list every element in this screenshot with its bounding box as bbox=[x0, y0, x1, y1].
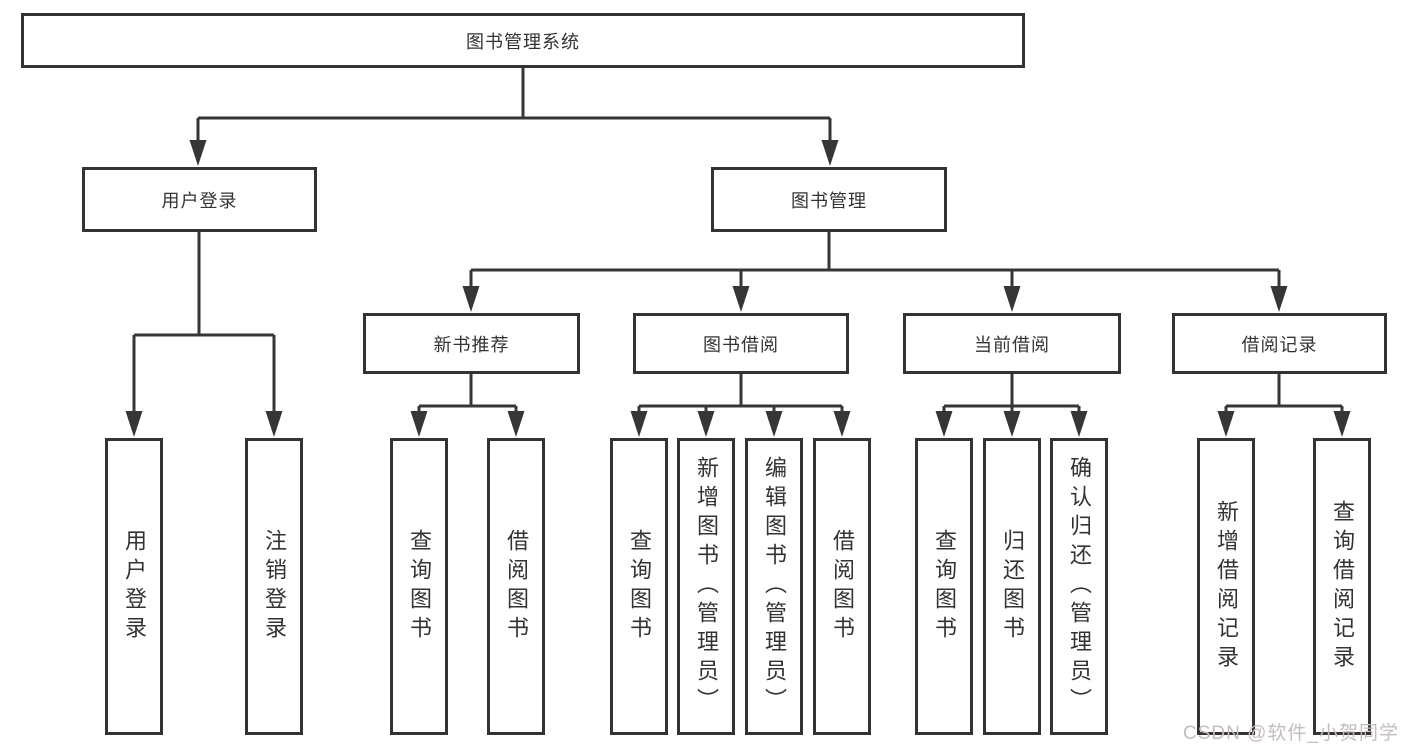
node-new-book-recommendation: 新书推荐 bbox=[363, 313, 580, 374]
leaf-query-books-borrowing-label: 查询图书 bbox=[627, 528, 652, 645]
node-user-login-label: 用户登录 bbox=[161, 190, 238, 211]
node-book-borrowing: 图书借阅 bbox=[633, 313, 849, 374]
leaf-borrow-books-label: 借阅图书 bbox=[830, 528, 855, 645]
leaf-query-books-borrowing: 查询图书 bbox=[610, 438, 668, 735]
leaf-add-books-admin: 新增图书（管理员） bbox=[677, 438, 735, 735]
arrowhead-icons bbox=[125, 140, 1351, 437]
leaf-add-borrow-record-label: 新增借阅记录 bbox=[1214, 499, 1239, 674]
node-book-borrowing-label: 图书借阅 bbox=[703, 334, 779, 355]
leaf-query-borrow-record: 查询借阅记录 bbox=[1313, 438, 1371, 735]
leaf-query-books-current: 查询图书 bbox=[915, 438, 973, 735]
node-root-system: 图书管理系统 bbox=[21, 13, 1025, 68]
leaf-borrow-books-recommend-label: 借阅图书 bbox=[504, 528, 529, 645]
leaf-add-books-admin-label: 新增图书（管理员） bbox=[694, 456, 719, 717]
node-current-borrowing-label: 当前借阅 bbox=[974, 334, 1050, 355]
node-book-management: 图书管理 bbox=[711, 167, 947, 232]
leaf-return-books-label: 归还图书 bbox=[1000, 528, 1025, 645]
leaf-logout-login: 注销登录 bbox=[245, 438, 303, 735]
leaf-query-books-recommend: 查询图书 bbox=[390, 438, 448, 735]
node-borrowing-records-label: 借阅记录 bbox=[1241, 334, 1318, 355]
leaf-add-borrow-record: 新增借阅记录 bbox=[1197, 438, 1255, 735]
csdn-watermark: CSDN @软件_小贺同学 bbox=[1183, 723, 1399, 744]
leaf-user-login-label: 用户登录 bbox=[122, 528, 147, 645]
leaf-user-login: 用户登录 bbox=[105, 438, 163, 735]
leaf-query-books-current-label: 查询图书 bbox=[932, 528, 957, 645]
leaf-edit-books-admin: 编辑图书（管理员） bbox=[745, 438, 803, 735]
leaf-confirm-return-admin-label: 确认归还（管理员） bbox=[1067, 456, 1092, 717]
node-borrowing-records: 借阅记录 bbox=[1172, 313, 1387, 374]
leaf-query-borrow-record-label: 查询借阅记录 bbox=[1330, 499, 1355, 674]
node-new-book-recommendation-label: 新书推荐 bbox=[433, 334, 510, 355]
node-book-management-label: 图书管理 bbox=[791, 190, 867, 211]
leaf-borrow-books: 借阅图书 bbox=[813, 438, 871, 735]
node-current-borrowing: 当前借阅 bbox=[903, 313, 1121, 374]
leaf-return-books: 归还图书 bbox=[983, 438, 1041, 735]
leaf-borrow-books-recommend: 借阅图书 bbox=[487, 438, 545, 735]
leaf-logout-login-label: 注销登录 bbox=[262, 528, 287, 645]
leaf-edit-books-admin-label: 编辑图书（管理员） bbox=[762, 456, 787, 717]
leaf-query-books-recommend-label: 查询图书 bbox=[407, 528, 432, 645]
node-user-login: 用户登录 bbox=[82, 167, 317, 232]
leaf-confirm-return-admin: 确认归还（管理员） bbox=[1050, 438, 1108, 735]
node-root-label: 图书管理系统 bbox=[466, 31, 580, 52]
